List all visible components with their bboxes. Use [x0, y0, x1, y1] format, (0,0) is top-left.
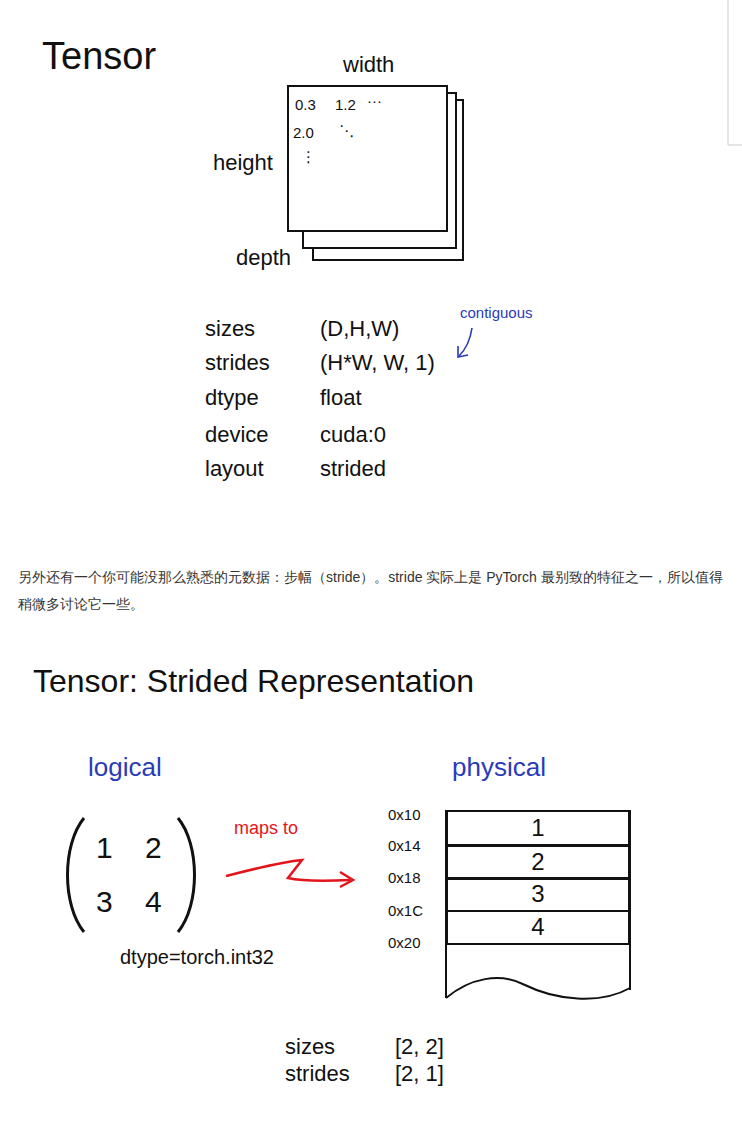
arrow-head — [458, 346, 468, 357]
field-name: sizes — [205, 316, 255, 342]
field-name: layout — [205, 456, 264, 482]
arrow-head — [340, 872, 353, 887]
field-value: cuda:0 — [320, 422, 386, 448]
tensor-sheet: 0.3 1.2 ··· 2.0 ⋱ ⋮ — [287, 85, 448, 232]
field-name: strides — [285, 1061, 350, 1087]
contiguous-arrow — [459, 328, 472, 356]
field-name: device — [205, 422, 269, 448]
field-name: strides — [205, 350, 270, 376]
field-value: (H*W, W, 1) — [320, 350, 435, 376]
cell-value: 1 — [531, 815, 544, 841]
address: 0x1C — [388, 902, 423, 920]
address: 0x18 — [388, 869, 421, 887]
field-name: sizes — [285, 1034, 335, 1060]
maps-to-arrow — [226, 860, 350, 881]
memory-cell: 2 — [446, 845, 630, 880]
field-value: (D,H,W) — [320, 316, 399, 342]
heading: Tensor — [42, 34, 156, 80]
cell-value: 4 — [531, 914, 544, 940]
memory-cell: 3 — [446, 877, 630, 912]
axis-label: depth — [236, 245, 291, 271]
matrix-entry: 2 — [145, 830, 162, 866]
tensor-value: 2.0 — [293, 125, 314, 142]
section-label: physical — [452, 752, 546, 783]
field-value: [2, 2] — [395, 1034, 444, 1060]
address: 0x10 — [388, 806, 421, 824]
address: 0x14 — [388, 837, 421, 855]
tensor-value: ⋮ — [301, 149, 316, 166]
field-value: float — [320, 385, 362, 411]
matrix-entry: 1 — [96, 830, 113, 866]
matrix-entry: 4 — [145, 884, 162, 920]
cell-value: 3 — [531, 881, 544, 907]
scrollbar-edge — [728, 0, 742, 145]
memory-cell: 4 — [446, 910, 630, 945]
field-value: [2, 1] — [395, 1061, 444, 1087]
tensor-value: ⋱ — [339, 123, 354, 140]
dtype-note: dtype=torch.int32 — [120, 945, 274, 969]
heading: Tensor: Strided Representation — [33, 662, 474, 700]
arrow-label: maps to — [234, 818, 298, 840]
address: 0x20 — [388, 934, 421, 952]
paragraph: 另外还有一个你可能没那么熟悉的元数据：步幅（stride）。stride 实际上… — [18, 564, 724, 618]
field-name: dtype — [205, 385, 259, 411]
axis-label: width — [343, 52, 394, 78]
memory-cell: 1 — [446, 810, 630, 846]
memory-torn-edge — [446, 978, 630, 999]
tensor-value: 0.3 — [295, 97, 316, 114]
field-value: strided — [320, 456, 386, 482]
matrix-paren — [68, 818, 85, 932]
note: contiguous — [460, 304, 533, 322]
matrix-paren — [178, 818, 195, 932]
tensor-value: 1.2 — [335, 97, 356, 114]
axis-label: height — [213, 150, 273, 176]
cell-value: 2 — [531, 849, 544, 875]
tensor-value: ··· — [367, 93, 382, 110]
section-label: logical — [88, 752, 162, 783]
matrix-entry: 3 — [96, 884, 113, 920]
